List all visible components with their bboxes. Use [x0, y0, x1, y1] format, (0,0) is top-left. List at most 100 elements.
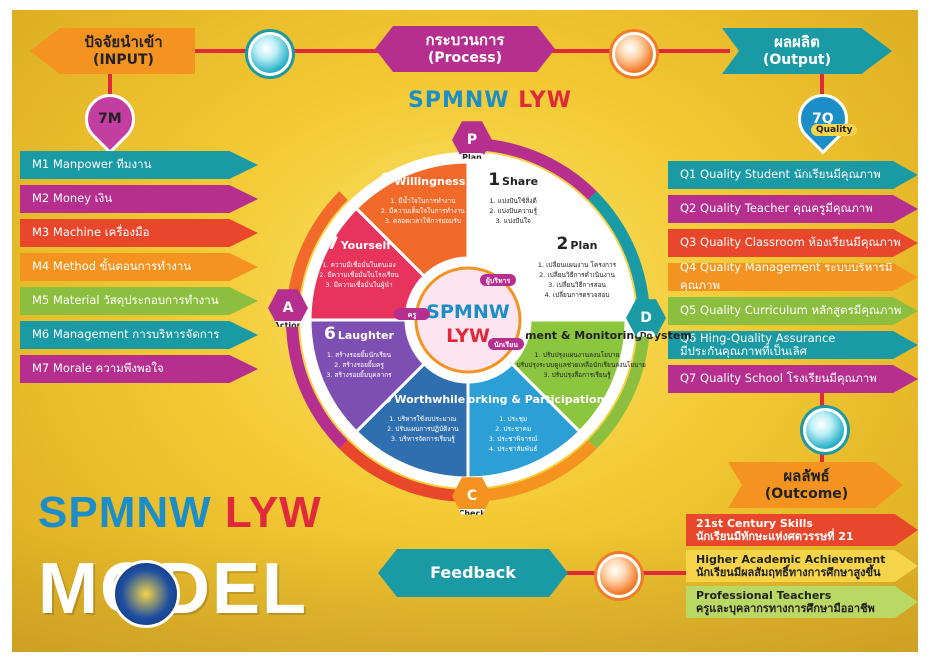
wheel-sector-name: Willingness	[394, 175, 466, 188]
input-item: M7 Morale ความพึงพอใจ	[20, 355, 258, 383]
wheel-sector-item: 2. แบ่งปันความรู้	[489, 207, 537, 215]
input-header: ปัจจัยนำเข้า (INPUT)	[30, 28, 195, 74]
output-item: Q7 Quality School โรงเรียนมีคุณภาพ	[668, 365, 918, 393]
input-process-connector-icon	[248, 32, 292, 76]
do-word: Do	[636, 331, 656, 337]
output-outcome-connector-icon	[803, 408, 847, 452]
center-tag: ครู	[408, 311, 417, 320]
wheel-sector-item: 3. ประชาพิจารณ์	[489, 435, 538, 443]
model-brand-part1: SPMNW	[38, 488, 212, 537]
input-item: M1 Manpower ทีมงาน	[20, 151, 258, 179]
wheel-sector-item: 2. สร้างรอยยิ้มครู	[334, 360, 384, 369]
wheel-sector-name: Plan	[570, 239, 597, 252]
wheel-sector-item: 2. ประชาคม	[495, 425, 531, 433]
output-item: Q1 Quality Student นักเรียนมีคุณภาพ	[668, 161, 918, 189]
check-letter: C	[466, 488, 478, 504]
wheel-sector-number: 6	[324, 324, 336, 344]
wheel-sector-shape	[354, 160, 470, 279]
input-item: M2 Money เงิน	[20, 185, 258, 213]
wheel-sector-name: Worthwhile	[394, 393, 465, 406]
input-header-subtitle: (INPUT)	[93, 51, 154, 68]
outcome-header-title: ผลลัพธ์	[783, 467, 830, 486]
outcome-item-subtitle: นักเรียนมีผลสัมฤทธิ์ทางการศึกษาสูงขึ้น	[696, 566, 881, 579]
outcome-header-subtitle: (Outcome)	[764, 485, 849, 502]
wheel-sector-item: 1. มีน้ำใจในการทำงาน	[390, 196, 456, 205]
wheel-sector-name: Laughter	[338, 329, 395, 342]
output-item: Q3 Quality Classroom ห้องเรียนมีคุณภาพ	[668, 229, 918, 257]
wheel-sector-item: 2. ปรับปรุงระบบดูแลช่วยเหลือนักเรียนลงนโ…	[508, 361, 646, 369]
input-connector-line	[108, 74, 112, 104]
wheel-sector-number: 1	[488, 170, 500, 190]
do-letter: D	[640, 310, 652, 326]
outcome-item-subtitle: นักเรียนมีทักษะแห่งศตวรรษที่ 21	[696, 530, 854, 543]
process-output-connector-icon	[612, 32, 656, 76]
center-tag: ผู้บริหาร	[486, 276, 511, 286]
wheel-sector-item: 1. ประชุม	[499, 415, 527, 423]
wheel-sector-item: 2. มีความเต็มใจในการทำงาน	[381, 206, 466, 215]
output-header: ผลผลิต (Output)	[722, 28, 892, 74]
wheel-sector-item: 3. แบ่งปันใจ	[496, 217, 532, 225]
wheel-sector-item: 3. เปลี่ยนวิธีการสอน	[548, 280, 606, 289]
wheel-sector-item: 3. ปรับปรุงสื่อการเรียนรู้	[543, 370, 611, 379]
wheel-title-part2: LYW	[518, 88, 573, 113]
7q-quality-tag: Quality	[811, 124, 858, 136]
wheel-sector-item: 1. สร้างรอยยิ้มนักเรียน	[327, 350, 392, 359]
center-tag-bg	[480, 274, 516, 286]
center-tag-bg	[488, 338, 524, 350]
input-item: M6 Management การบริหารจัดการ	[20, 321, 258, 349]
wheel-sector-item: 4. เปลี่ยนการตรวจสอบ	[544, 290, 609, 299]
output-item: Q5 Quality Curriculum หลักสูตรมีคุณภาพ	[668, 297, 918, 325]
school-emblem-icon	[112, 560, 180, 628]
wheel-sector-item: 1. บริหารใช้งบประมาณ	[389, 415, 456, 423]
wheel-sector-name: Share	[502, 175, 538, 188]
wheel-sector-item: 4. ประชาสัมพันธ์	[489, 445, 537, 453]
plan-letter: P	[466, 132, 478, 148]
action-letter: A	[282, 300, 294, 316]
outcome-item-title: 21st Century Skills	[696, 516, 813, 530]
output-item-label: Q6 Hing-Quality Assurance	[680, 330, 836, 345]
feedback-header: Feedback	[378, 549, 568, 597]
outcome-header: ผลลัพธ์ (Outcome)	[728, 462, 903, 508]
wheel-sector-item: 3. บริหารจัดการเรียนรู้	[391, 435, 455, 443]
input-item: M5 Material วัสดุประกอบการทำงาน	[20, 287, 258, 315]
plan-word: Plan	[459, 153, 485, 159]
output-item: Q2 Quality Teacher คุณครูมีคุณภาพ	[668, 195, 918, 223]
wheel-sector-name: Networking & Participation	[436, 393, 605, 406]
do-badge-icon: D Do	[626, 299, 666, 337]
wheel-sector-item: 2. มีความเชื่อมั่นในโรงเรียน	[319, 270, 399, 279]
wheel-sector-item: 1. ปรับปรุงแผนงานลงนโยบาย	[535, 351, 620, 359]
wheel-sector-name: Yourself	[340, 239, 392, 252]
wheel-sector-item: 3. มีความเชื่อมั่นในผู้นำ	[325, 280, 393, 289]
outcome-item-subtitle: ครูและบุคลากรทางการศึกษามืออาชีพ	[696, 602, 875, 615]
input-item: M4 Method ขั้นตอนการทำงาน	[20, 253, 258, 281]
feedback-connector-icon	[597, 554, 641, 598]
check-word: Check	[455, 509, 489, 515]
center-tag: นักเรียน	[494, 341, 518, 349]
output-item: Q4 Quality Management ระบบบริหารมีคุณภาพ	[668, 263, 918, 291]
wheel-sector-number: 7	[327, 234, 339, 254]
center-title-line2: LYW	[446, 325, 490, 347]
center-tag-bg	[394, 308, 430, 320]
input-header-title: ปัจจัยนำเข้า	[84, 33, 163, 52]
feedback-label: Feedback	[430, 562, 516, 582]
process-header-subtitle: (Process)	[427, 49, 503, 66]
output-header-title: ผลผลิต	[774, 33, 820, 52]
outcome-item-title: Higher Academic Achievement	[696, 552, 886, 566]
wheel-sector-item: 2. เปลี่ยนวิธีการดำเนินงาน	[539, 270, 615, 279]
wheel-sector-item: 3. สร้างรอยยิ้มบุคลากร	[326, 370, 392, 379]
output-item-sublabel: มีประกันคุณภาพที่เป็นเลิศ	[680, 344, 807, 358]
model-brand-part2: LYW	[224, 488, 322, 537]
output-header-subtitle: (Output)	[762, 51, 832, 68]
action-word: Action	[270, 321, 306, 327]
wheel-sector-number: 2	[557, 234, 569, 254]
